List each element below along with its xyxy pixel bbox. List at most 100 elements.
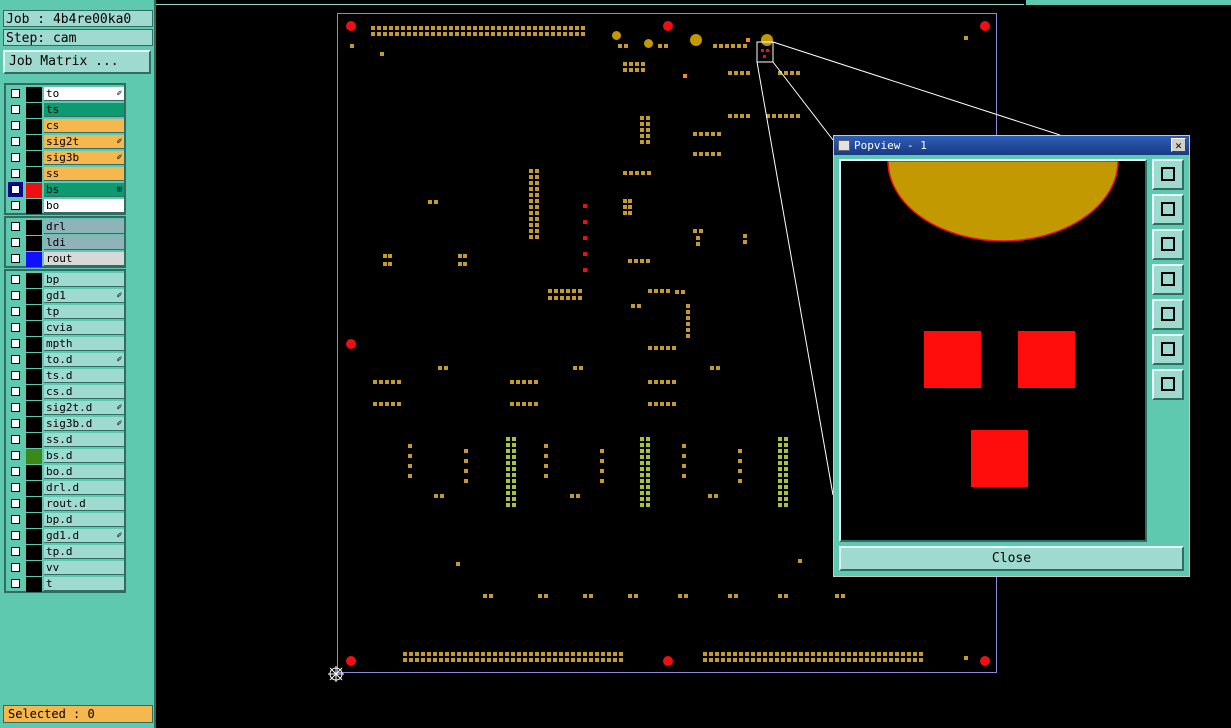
layer-name[interactable]: gd1.d✐: [44, 529, 124, 543]
layer-row-gd1-d[interactable]: gd1.d✐: [8, 529, 124, 544]
layer-checkbox[interactable]: [11, 515, 20, 524]
layer-name[interactable]: cvia: [44, 321, 124, 335]
layer-checkbox[interactable]: [11, 275, 20, 284]
layer-name[interactable]: to.d✐: [44, 353, 124, 367]
layer-row-cs[interactable]: cs: [8, 119, 124, 134]
layer-name[interactable]: ss: [44, 167, 124, 181]
layer-checkbox[interactable]: [11, 451, 20, 460]
layer-name[interactable]: mpth: [44, 337, 124, 351]
layer-name[interactable]: drl.d: [44, 481, 124, 495]
layer-checkbox[interactable]: [11, 137, 20, 146]
layer-row-rout-d[interactable]: rout.d: [8, 497, 124, 512]
layer-color-swatch[interactable]: [26, 353, 42, 368]
job-matrix-button[interactable]: Job Matrix ...: [3, 50, 151, 74]
layer-name[interactable]: ts: [44, 103, 124, 117]
zoom-window-button[interactable]: [1152, 159, 1184, 190]
layer-name[interactable]: ss.d: [44, 433, 124, 447]
layer-checkbox[interactable]: [11, 579, 20, 588]
layer-checkbox[interactable]: [11, 323, 20, 332]
layer-row-tp[interactable]: tp: [8, 305, 124, 320]
layer-row-t[interactable]: t: [8, 577, 124, 592]
layer-row-bs-d[interactable]: bs.d: [8, 449, 124, 464]
layer-color-swatch[interactable]: [26, 151, 42, 166]
layer-checkbox[interactable]: [11, 435, 20, 444]
layer-row-gd1[interactable]: gd1✐: [8, 289, 124, 304]
layer-name[interactable]: sig3b.d✐: [44, 417, 124, 431]
layer-name[interactable]: t: [44, 577, 124, 591]
layer-row-vv[interactable]: vv: [8, 561, 124, 576]
layer-color-swatch[interactable]: [26, 577, 42, 592]
pan-down-button[interactable]: [1152, 229, 1184, 260]
layer-name[interactable]: cs.d: [44, 385, 124, 399]
layer-row-bo[interactable]: bo: [8, 199, 124, 214]
layer-checkbox[interactable]: [11, 547, 20, 556]
layer-color-swatch[interactable]: [26, 545, 42, 560]
layer-row-to[interactable]: to✐: [8, 87, 124, 102]
layer-row-bp[interactable]: bp: [8, 273, 124, 288]
layer-name[interactable]: sig3b✐: [44, 151, 124, 165]
layer-row-ts-d[interactable]: ts.d: [8, 369, 124, 384]
layer-name[interactable]: rout: [44, 252, 124, 266]
layer-color-swatch[interactable]: [26, 369, 42, 384]
layer-name[interactable]: bp.d: [44, 513, 124, 527]
pan-right-button[interactable]: [1152, 299, 1184, 330]
pan-left-button[interactable]: [1152, 264, 1184, 295]
layer-name[interactable]: drl: [44, 220, 124, 234]
layer-name[interactable]: tp: [44, 305, 124, 319]
popview-titlebar[interactable]: Popview - 1 ✕: [834, 136, 1189, 155]
layer-color-swatch[interactable]: [26, 252, 42, 267]
layer-color-swatch[interactable]: [26, 529, 42, 544]
layer-color-swatch[interactable]: [26, 289, 42, 304]
layer-row-bp-d[interactable]: bp.d: [8, 513, 124, 528]
layer-checkbox[interactable]: [11, 89, 20, 98]
layer-checkbox[interactable]: [11, 291, 20, 300]
layer-checkbox[interactable]: [8, 182, 23, 197]
close-button[interactable]: Close: [839, 546, 1184, 571]
layer-row-to-d[interactable]: to.d✐: [8, 353, 124, 368]
layer-checkbox[interactable]: [11, 307, 20, 316]
layer-row-drl[interactable]: drl: [8, 220, 124, 235]
layer-name[interactable]: sig2t✐: [44, 135, 124, 149]
layer-row-bo-d[interactable]: bo.d: [8, 465, 124, 480]
layer-checkbox[interactable]: [11, 339, 20, 348]
layer-name[interactable]: ldi: [44, 236, 124, 250]
layer-checkbox[interactable]: [11, 387, 20, 396]
layer-row-bs[interactable]: bs⊞: [8, 182, 124, 198]
layer-color-swatch[interactable]: [26, 449, 42, 464]
layer-name[interactable]: bs⊞: [44, 183, 124, 197]
layer-color-swatch[interactable]: [26, 167, 42, 182]
layer-color-swatch[interactable]: [26, 481, 42, 496]
layer-checkbox[interactable]: [11, 419, 20, 428]
close-icon[interactable]: ✕: [1171, 138, 1186, 152]
layer-color-swatch[interactable]: [26, 220, 42, 235]
layer-color-swatch[interactable]: [26, 433, 42, 448]
layer-color-swatch[interactable]: [26, 135, 42, 150]
pan-up-button[interactable]: [1152, 194, 1184, 225]
layer-color-swatch[interactable]: [26, 199, 42, 214]
layer-name[interactable]: tp.d: [44, 545, 124, 559]
layer-color-swatch[interactable]: [26, 561, 42, 576]
layer-color-swatch[interactable]: [26, 236, 42, 251]
layer-row-cs-d[interactable]: cs.d: [8, 385, 124, 400]
layer-checkbox[interactable]: [11, 563, 20, 572]
layer-checkbox[interactable]: [11, 355, 20, 364]
layer-checkbox[interactable]: [11, 499, 20, 508]
layer-color-swatch[interactable]: [26, 183, 42, 198]
layer-name[interactable]: bo.d: [44, 465, 124, 479]
layer-row-drl-d[interactable]: drl.d: [8, 481, 124, 496]
layer-checkbox[interactable]: [11, 153, 20, 162]
layer-color-swatch[interactable]: [26, 337, 42, 352]
layer-checkbox[interactable]: [11, 201, 20, 210]
layer-row-mpth[interactable]: mpth: [8, 337, 124, 352]
pcb-board[interactable]: [337, 13, 997, 673]
layer-name[interactable]: gd1✐: [44, 289, 124, 303]
layer-checkbox[interactable]: [11, 222, 20, 231]
layer-color-swatch[interactable]: [26, 103, 42, 118]
layer-name[interactable]: bo: [44, 199, 124, 213]
layer-color-swatch[interactable]: [26, 87, 42, 102]
layer-row-rout[interactable]: rout: [8, 252, 124, 267]
layer-checkbox[interactable]: [11, 169, 20, 178]
layer-color-swatch[interactable]: [26, 513, 42, 528]
layer-row-cvia[interactable]: cvia: [8, 321, 124, 336]
layer-name[interactable]: rout.d: [44, 497, 124, 511]
